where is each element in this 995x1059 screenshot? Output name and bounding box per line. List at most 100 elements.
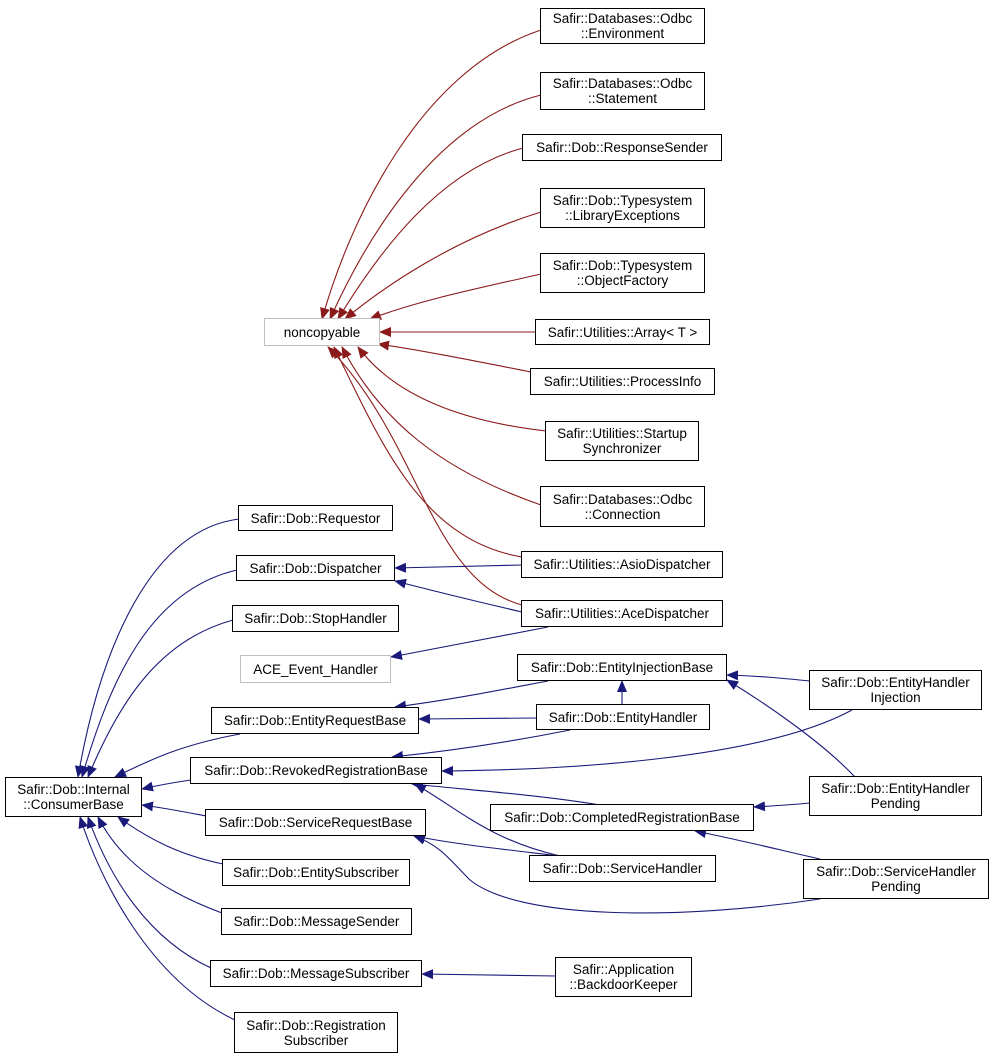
class-node-odbc-statement[interactable]: Safir::Databases::Odbc::Statement <box>540 72 705 110</box>
class-label-line: Subscriber <box>283 1032 349 1048</box>
class-node-process-info[interactable]: Safir::Utilities::ProcessInfo <box>530 368 715 395</box>
class-label-line: Safir::Dob::EntityHandler <box>548 709 698 725</box>
class-label-line: ::Connection <box>584 506 661 522</box>
class-label-line: Safir::Dob::EntityHandler <box>821 675 970 690</box>
class-label-line: Safir::Dob::EntityRequestBase <box>223 713 407 728</box>
class-label-line: Injection <box>870 690 921 705</box>
class-node-consumer-base[interactable]: Safir::Dob::Internal::ConsumerBase <box>5 777 142 817</box>
inheritance-edge-ent_handler-to-ent_req_base <box>418 713 538 724</box>
class-node-ace-dispatcher[interactable]: Safir::Utilities::AceDispatcher <box>521 600 723 627</box>
class-label-line: Safir::Databases::Odbc <box>552 76 693 91</box>
inheritance-edge-ehp-to-ent_inj_base <box>726 679 856 778</box>
class-label-line: Safir::Dob::RevokedRegistrationBase <box>204 763 428 778</box>
inheritance-edge-msg_sender-to-consumer_base <box>97 816 223 914</box>
class-node-noncopyable[interactable]: noncopyable <box>264 318 380 346</box>
class-label-line: Safir::Utilities::Array< T > <box>547 324 698 340</box>
class-node-response-sender[interactable]: Safir::Dob::ResponseSender <box>522 134 722 161</box>
inheritance-edge-ehi-to-revoked <box>441 709 853 776</box>
inheritance-edge-svc_handler-to-revoked <box>414 783 561 857</box>
class-node-stop-handler[interactable]: Safir::Dob::StopHandler <box>232 605 399 632</box>
class-label-line: Safir::Dob::EntitySubscriber <box>233 865 399 880</box>
class-node-service-request-base[interactable]: Safir::Dob::ServiceRequestBase <box>205 809 426 836</box>
class-node-odbc-environment[interactable]: Safir::Databases::Odbc::Environment <box>540 8 705 44</box>
inheritance-edge-svc_handler-to-svc_req_base <box>413 833 561 857</box>
class-node-entity-subscriber[interactable]: Safir::Dob::EntitySubscriber <box>222 859 410 886</box>
inheritance-edge-ace_disp-to-dispatcher <box>394 578 523 613</box>
inheritance-edge-svc_req_base-to-consumer_base <box>141 801 207 817</box>
class-node-asio-dispatcher[interactable]: Safir::Utilities::AsioDispatcher <box>521 551 723 578</box>
inheritance-edge-ehi-to-ent_inj_base <box>726 670 811 682</box>
class-node-service-handler[interactable]: Safir::Dob::ServiceHandler <box>529 855 716 882</box>
inheritance-edge-revoked-to-consumer_base <box>141 779 192 792</box>
edge-group <box>74 29 856 1021</box>
class-label-line: Safir::Application <box>572 962 675 977</box>
class-label-line: Safir::Dob::Typesystem <box>552 258 693 273</box>
inheritance-edge-process_info-to-noncopyable <box>377 340 532 373</box>
inheritance-edge-startup_sync-to-noncopyable <box>357 346 547 432</box>
class-node-entity-request-base[interactable]: Safir::Dob::EntityRequestBase <box>211 707 419 734</box>
class-label-line: ::Environment <box>580 26 665 41</box>
class-label-line: Safir::Dob::Dispatcher <box>249 560 382 576</box>
class-label-line: Safir::Utilities::AsioDispatcher <box>533 557 711 572</box>
inheritance-edge-requestor-to-consumer_base <box>74 518 240 778</box>
class-node-message-subscriber[interactable]: Safir::Dob::MessageSubscriber <box>210 960 422 987</box>
class-label-line: ::BackdoorKeeper <box>569 977 678 992</box>
class-node-dispatcher[interactable]: Safir::Dob::Dispatcher <box>236 555 395 581</box>
class-label-line: noncopyable <box>283 324 361 340</box>
inheritance-edge-ent_inj_base-to-ent_req_base <box>394 680 549 711</box>
inheritance-edge-dispatcher-to-consumer_base <box>80 569 238 778</box>
class-node-odbc-connection[interactable]: Safir::Databases::Odbc::Connection <box>540 486 705 527</box>
class-label-line: Pending <box>871 879 921 894</box>
class-node-backdoor-keeper[interactable]: Safir::Application::BackdoorKeeper <box>555 957 692 997</box>
inheritance-edge-completed-to-revoked <box>411 780 601 806</box>
class-label-line: ::Statement <box>587 91 658 106</box>
class-label-line: ACE_Event_Handler <box>253 661 378 677</box>
class-label-line: Safir::Dob::Typesystem <box>552 193 693 208</box>
class-node-requestor[interactable]: Safir::Dob::Requestor <box>238 505 393 531</box>
class-label-line: Safir::Dob::ServiceHandler <box>542 861 703 876</box>
class-label-line: Safir::Utilities::Startup <box>557 426 687 441</box>
inheritance-edge-odbc_env-to-noncopyable <box>320 29 542 320</box>
class-label-line: Safir::Utilities::ProcessInfo <box>543 374 702 389</box>
inheritance-edge-asio_disp-to-dispatcher <box>394 562 523 573</box>
class-node-library-exceptions[interactable]: Safir::Dob::Typesystem::LibraryException… <box>540 188 705 228</box>
inheritance-edge-asio_disp-to-noncopyable <box>333 346 523 558</box>
class-label-line: Safir::Dob::CompletedRegistrationBase <box>504 810 740 825</box>
inheritance-edge-resp_sender-to-noncopyable <box>337 147 524 320</box>
inheritance-edge-ent_handler-to-revoked <box>391 729 571 761</box>
class-label-line: ::LibraryExceptions <box>565 208 680 223</box>
class-label-line: Safir::Dob::Internal <box>17 782 130 797</box>
class-node-array[interactable]: Safir::Utilities::Array< T > <box>535 319 710 345</box>
class-label-line: Safir::Dob::ResponseSender <box>536 140 708 155</box>
class-label-line: ::ObjectFactory <box>576 273 669 288</box>
class-node-entity-injection-base[interactable]: Safir::Dob::EntityInjectionBase <box>517 654 727 681</box>
class-label-line: Safir::Dob::StopHandler <box>244 611 387 626</box>
inheritance-edge-msg_sub-to-consumer_base <box>86 816 212 969</box>
class-label-line: Safir::Dob::MessageSubscriber <box>222 966 410 981</box>
inheritance-edge-ent_req_base-to-consumer_base <box>114 733 241 778</box>
class-label-line: Safir::Databases::Odbc <box>552 491 693 507</box>
class-label-line: Safir::Utilities::AceDispatcher <box>534 606 710 621</box>
class-node-message-sender[interactable]: Safir::Dob::MessageSender <box>221 908 412 935</box>
class-node-completed-registration-base[interactable]: Safir::Dob::CompletedRegistrationBase <box>490 804 754 831</box>
class-label-line: Safir::Dob::Requestor <box>250 510 381 526</box>
class-node-object-factory[interactable]: Safir::Dob::Typesystem::ObjectFactory <box>540 253 705 293</box>
class-node-ace-event-handler[interactable]: ACE_Event_Handler <box>240 655 391 683</box>
class-label-line: Safir::Dob::MessageSender <box>233 914 400 929</box>
inheritance-edge-ent_sub-to-consumer_base <box>117 816 224 865</box>
class-label-line: Safir::Databases::Odbc <box>552 11 693 26</box>
inheritance-edge-backdoor-to-msg_sub <box>421 969 557 980</box>
class-label-line: Safir::Dob::EntityInjectionBase <box>530 660 714 675</box>
class-node-entity-handler[interactable]: Safir::Dob::EntityHandler <box>536 704 710 730</box>
class-node-revoked-registration-base[interactable]: Safir::Dob::RevokedRegistrationBase <box>190 757 442 784</box>
class-label-line: Safir::Dob::ServiceRequestBase <box>218 815 413 830</box>
class-label-line: Safir::Dob::Registration <box>246 1017 386 1033</box>
inheritance-edge-reg_sub-to-consumer_base <box>78 816 236 1021</box>
